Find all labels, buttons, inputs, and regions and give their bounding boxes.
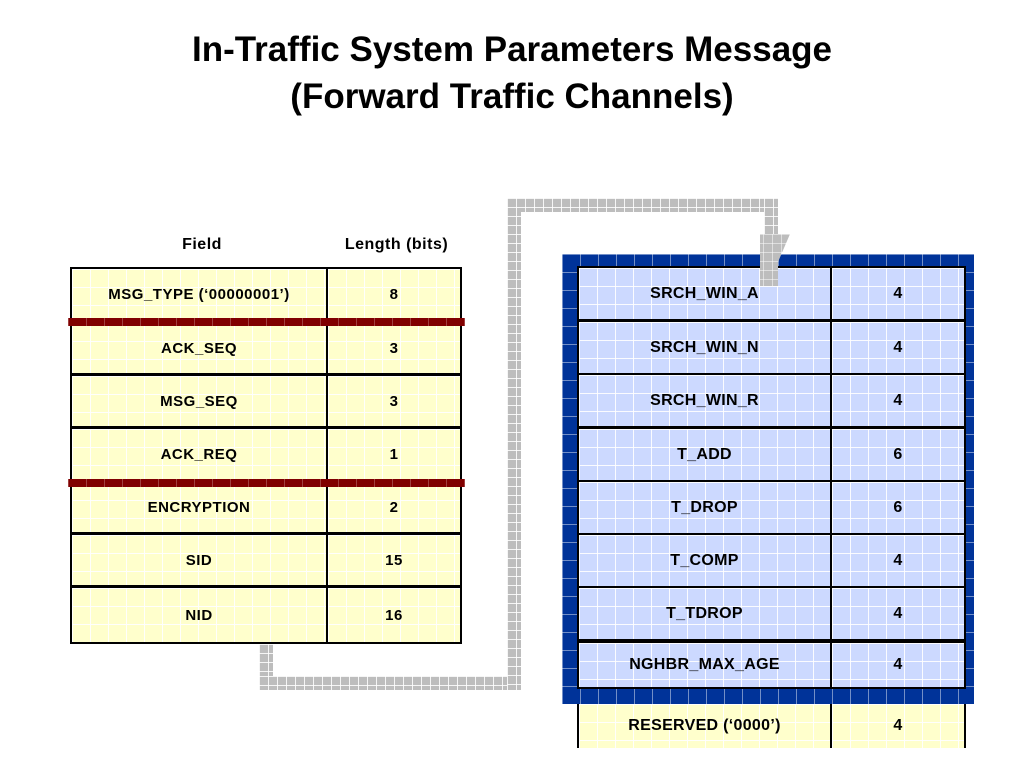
right-field-cell: T_COMP (577, 533, 832, 588)
pipe-segment-top (507, 198, 778, 212)
reserved-length-cell: 4 (830, 704, 966, 748)
slide-title: In-Traffic System Parameters Message (Fo… (0, 26, 1024, 120)
divider-bar-2 (68, 479, 465, 487)
divider-bar-1 (68, 318, 465, 326)
left-field-cell: NID (70, 586, 328, 644)
pipe-segment-drop (764, 198, 778, 238)
left-length-cell: 8 (326, 267, 462, 321)
left-field-cell: ACK_REQ (70, 427, 328, 481)
right-length-cell: 4 (830, 586, 966, 641)
right-field-cell: T_TDROP (577, 586, 832, 641)
left-length-cell: 3 (326, 374, 462, 428)
field-column-header: Field (182, 236, 222, 253)
reserved-row: RESERVED (‘0000’) 4 (577, 704, 966, 748)
title-line-1: In-Traffic System Parameters Message (191, 30, 833, 69)
right-length-cell: 4 (830, 266, 966, 321)
left-length-cell: 1 (326, 427, 462, 481)
right-field-cell: SRCH_WIN_R (577, 373, 832, 428)
left-field-cell: ACK_SEQ (70, 321, 328, 375)
pipe-segment-bottom (259, 676, 521, 690)
right-field-cell: SRCH_WIN_A (577, 266, 832, 321)
length-column-header: Length (bits) (344, 236, 449, 253)
right-field-cell: T_ADD (577, 427, 832, 482)
right-length-cell: 6 (830, 427, 966, 482)
right-field-cell: NGHBR_MAX_AGE (577, 641, 832, 689)
left-field-cell: MSG_SEQ (70, 374, 328, 428)
pipe-segment-up (507, 198, 521, 690)
left-field-cell: MSG_TYPE (‘00000001’) (70, 267, 328, 321)
reserved-field-cell: RESERVED (‘0000’) (577, 704, 832, 748)
left-length-cell: 15 (326, 533, 462, 587)
right-field-cell: T_DROP (577, 480, 832, 535)
left-length-cell: 3 (326, 321, 462, 375)
left-field-cell: SID (70, 533, 328, 587)
right-length-cell: 4 (830, 641, 966, 689)
left-length-cell: 2 (326, 480, 462, 534)
title-line-2: (Forward Traffic Channels) (290, 77, 734, 116)
right-length-cell: 6 (830, 480, 966, 535)
right-field-cell: SRCH_WIN_N (577, 320, 832, 375)
left-length-cell: 16 (326, 586, 462, 644)
right-length-cell: 4 (830, 533, 966, 588)
left-field-cell: ENCRYPTION (70, 480, 328, 534)
right-length-cell: 4 (830, 320, 966, 375)
connector-arrowhead (760, 234, 790, 286)
right-length-cell: 4 (830, 373, 966, 428)
